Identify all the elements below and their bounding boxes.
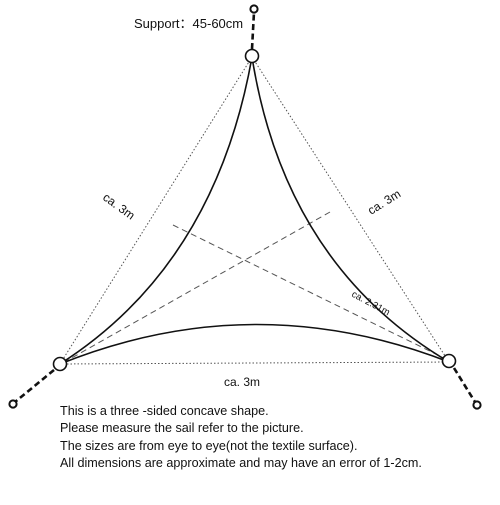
outer-edge-left <box>59 56 253 365</box>
outer-edge-bottom <box>59 361 450 365</box>
rope-end-ring-top <box>249 4 259 14</box>
note-line: The sizes are from eye to eye(not the te… <box>60 438 358 453</box>
corner-ring-left <box>52 356 68 372</box>
support-rope-top <box>250 11 256 50</box>
rope-end-ring-right <box>472 400 482 410</box>
notes-block: This is a three -sided concave shape. Pl… <box>60 403 490 472</box>
support-rope-right <box>452 367 477 403</box>
note-line: This is a three -sided concave shape. <box>60 404 269 418</box>
note-line: Please measure the sail refer to the pic… <box>60 421 304 436</box>
support-label: Support：45-60cm <box>134 16 243 31</box>
sail-edge-bottom <box>59 323 450 365</box>
outer-edge-right <box>251 56 450 363</box>
corner-ring-right <box>441 353 457 369</box>
corner-ring-top <box>244 48 260 64</box>
side-label-bottom: ca. 3m <box>224 375 260 389</box>
side-label-right: ca. 3m <box>365 187 403 218</box>
sail-edge-right <box>251 56 450 363</box>
diagonal-dashed-2 <box>60 211 331 365</box>
side-label-diagonal: ca. 2.31m <box>350 289 392 318</box>
side-label-left: ca. 3m <box>100 190 137 222</box>
note-line: All dimensions are approximate and may h… <box>60 455 422 470</box>
sail-edge-left <box>59 56 253 365</box>
diagonal-dashed-1 <box>172 224 449 361</box>
support-rope-left <box>14 368 55 404</box>
rope-end-ring-left <box>8 399 18 409</box>
